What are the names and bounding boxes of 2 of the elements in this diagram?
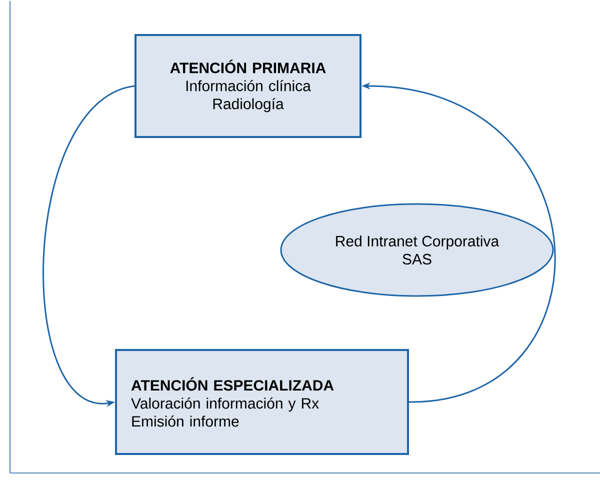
process-box: ATENCIÓN ESPECIALIZADA Valoración información y Rx Emisión informe (115, 348, 409, 455)
process-box: ATENCIÓN PRIMARIA Información clínica Radiología (134, 34, 362, 138)
